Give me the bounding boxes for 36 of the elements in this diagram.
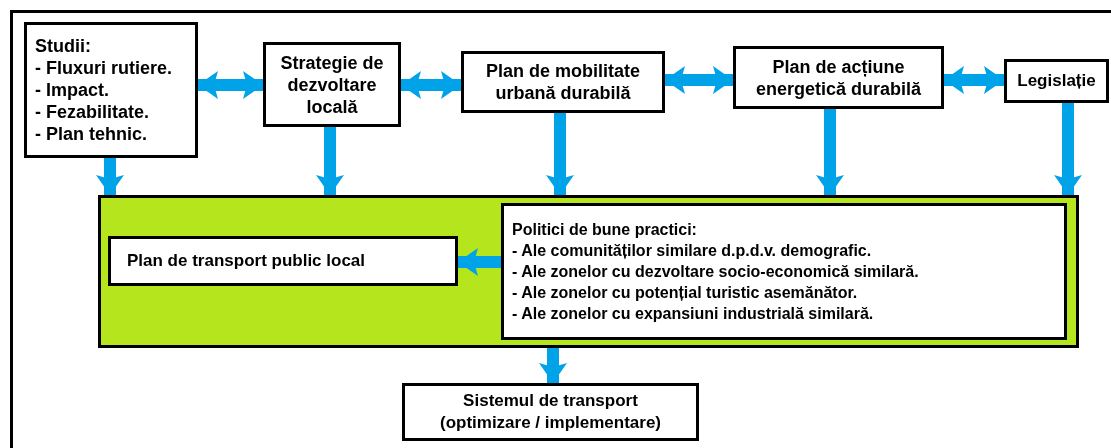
box-text: - Fluxuri rutiere.	[35, 57, 173, 79]
box-text: - Ale zonelor cu expansiuni industrială similară.	[512, 304, 874, 324]
block-arrow	[458, 248, 501, 276]
block-arrow	[665, 66, 733, 94]
process-box	[24, 22, 198, 158]
process-box	[501, 203, 1067, 340]
box-text: Plan de transport public local	[127, 250, 366, 272]
group-panel	[98, 195, 1079, 348]
box-text: Studii:	[35, 35, 91, 57]
block-arrow	[944, 66, 1004, 94]
block-arrow	[401, 71, 461, 99]
block-arrow	[316, 127, 344, 195]
process-box	[108, 236, 458, 286]
box-text: - Ale zonelor cu dezvoltare socio-economică similară.	[512, 262, 919, 282]
box-text: - Fezabilitate.	[35, 101, 150, 123]
box-text: Plan de mobilitate urbană durabilă	[485, 60, 641, 104]
box-text: Strategie de dezvoltare locală	[279, 51, 385, 118]
box-text: Plan de acțiune energetică durabilă	[754, 55, 923, 100]
block-arrow	[816, 109, 844, 195]
process-box	[733, 46, 944, 109]
box-text: - Ale zonelor cu potențial turistic asemănător.	[512, 283, 858, 303]
process-box	[263, 42, 401, 127]
block-arrow	[539, 348, 567, 383]
block-arrow	[1054, 103, 1082, 195]
box-text: - Ale comunităților similare d.p.d.v. demografic.	[512, 241, 872, 261]
block-arrow	[546, 113, 574, 195]
process-box	[402, 383, 699, 441]
box-text: - Plan tehnic.	[35, 123, 148, 145]
box-text: Legislație	[1017, 70, 1096, 92]
box-text: Politici de bune practici:	[512, 220, 697, 240]
box-text: - Impact.	[35, 79, 109, 101]
process-box	[1004, 59, 1109, 103]
block-arrow	[96, 158, 124, 195]
box-text: Sistemul de transport (optimizare / implementare)	[438, 390, 663, 434]
block-arrow	[198, 71, 263, 99]
process-box	[461, 51, 665, 113]
